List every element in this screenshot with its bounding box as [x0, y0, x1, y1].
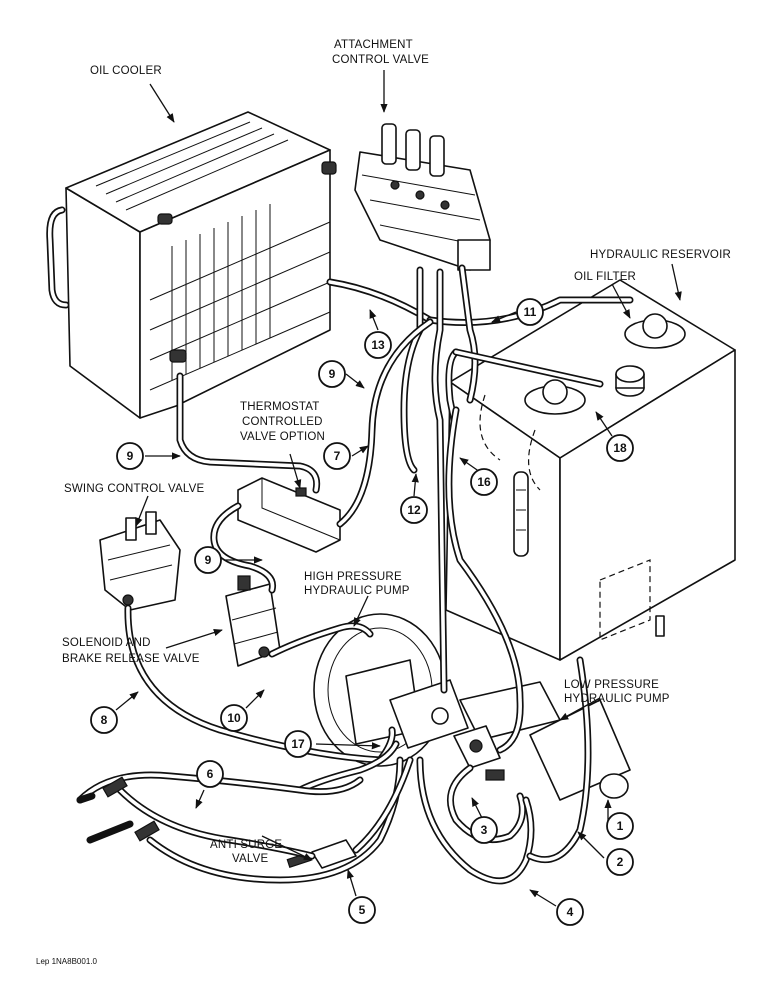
svg-text:11: 11 [524, 305, 537, 319]
label-solenoid-2: BRAKE RELEASE VALVE [62, 653, 200, 665]
label-high-pressure-1: HIGH PRESSURE [304, 571, 402, 583]
callout-4: 4 [556, 898, 584, 926]
svg-text:9: 9 [205, 553, 212, 567]
callout-1: 1 [606, 812, 634, 840]
callout-13: 13 [364, 331, 392, 359]
callout-11: 11 [516, 298, 544, 326]
callout-16: 16 [470, 468, 498, 496]
component-labels: OIL COOLER ATTACHMENT CONTROL VALVE HYDR… [62, 39, 731, 865]
label-solenoid-1: SOLENOID AND [62, 637, 151, 649]
label-attachment-valve-2: CONTROL VALVE [332, 54, 429, 66]
hose-lines [76, 264, 634, 885]
thermostat-valve [237, 477, 341, 553]
label-oil-cooler: OIL COOLER [90, 65, 162, 77]
label-low-pressure-2: HYDRAULIC PUMP [564, 693, 670, 705]
svg-text:7: 7 [334, 449, 341, 463]
callout-9b: 9 [318, 360, 346, 388]
callout-6: 6 [196, 760, 224, 788]
svg-text:4: 4 [567, 905, 574, 919]
svg-text:1: 1 [617, 819, 624, 833]
svg-text:16: 16 [477, 475, 491, 489]
label-low-pressure-1: LOW PRESSURE [564, 679, 659, 691]
hydraulic-reservoir [445, 279, 736, 661]
callout-7: 7 [323, 442, 351, 470]
svg-text:13: 13 [371, 338, 385, 352]
callout-9c: 9 [194, 546, 222, 574]
svg-text:10: 10 [227, 711, 241, 725]
callout-12: 12 [400, 496, 428, 524]
leader-lines [115, 70, 682, 907]
label-high-pressure-2: HYDRAULIC PUMP [304, 585, 410, 597]
callout-badges: 9 13 9 11 7 9 12 16 18 8 10 17 6 3 1 2 5… [90, 298, 634, 926]
svg-text:5: 5 [359, 903, 366, 917]
label-swing-control-valve: SWING CONTROL VALVE [64, 483, 204, 495]
figure-reference: Lep 1NA8B001.0 [36, 957, 97, 966]
label-thermostat-3: VALVE OPTION [240, 431, 325, 443]
swing-control-valve [99, 511, 181, 611]
svg-text:8: 8 [101, 713, 108, 727]
high-pressure-pump [313, 613, 631, 801]
oil-cooler [46, 111, 337, 419]
svg-text:18: 18 [613, 441, 627, 455]
svg-text:17: 17 [291, 737, 305, 751]
label-attachment-valve-1: ATTACHMENT [334, 39, 413, 51]
svg-text:12: 12 [407, 503, 421, 517]
callout-8: 8 [90, 706, 118, 734]
label-oil-filter: OIL FILTER [574, 271, 636, 283]
callout-10: 10 [220, 704, 248, 732]
svg-text:6: 6 [207, 767, 214, 781]
label-anti-surge-1: ANTI SURGE [210, 839, 282, 851]
callout-9a: 9 [116, 442, 144, 470]
callout-2: 2 [606, 848, 634, 876]
callout-17: 17 [284, 730, 312, 758]
label-thermostat-1: THERMOSTAT [240, 401, 320, 413]
svg-text:3: 3 [481, 823, 488, 837]
callout-18: 18 [606, 434, 634, 462]
attachment-control-valve [354, 123, 491, 271]
callout-3: 3 [470, 816, 498, 844]
callout-5: 5 [348, 896, 376, 924]
solenoid-brake-valve [225, 575, 281, 667]
label-thermostat-2: CONTROLLED [242, 416, 323, 428]
label-anti-surge-2: VALVE [232, 853, 268, 865]
svg-text:2: 2 [617, 855, 624, 869]
svg-text:9: 9 [329, 367, 336, 381]
label-hydraulic-reservoir: HYDRAULIC RESERVOIR [590, 249, 731, 261]
low-pressure-pump [453, 725, 505, 781]
svg-text:9: 9 [127, 449, 134, 463]
